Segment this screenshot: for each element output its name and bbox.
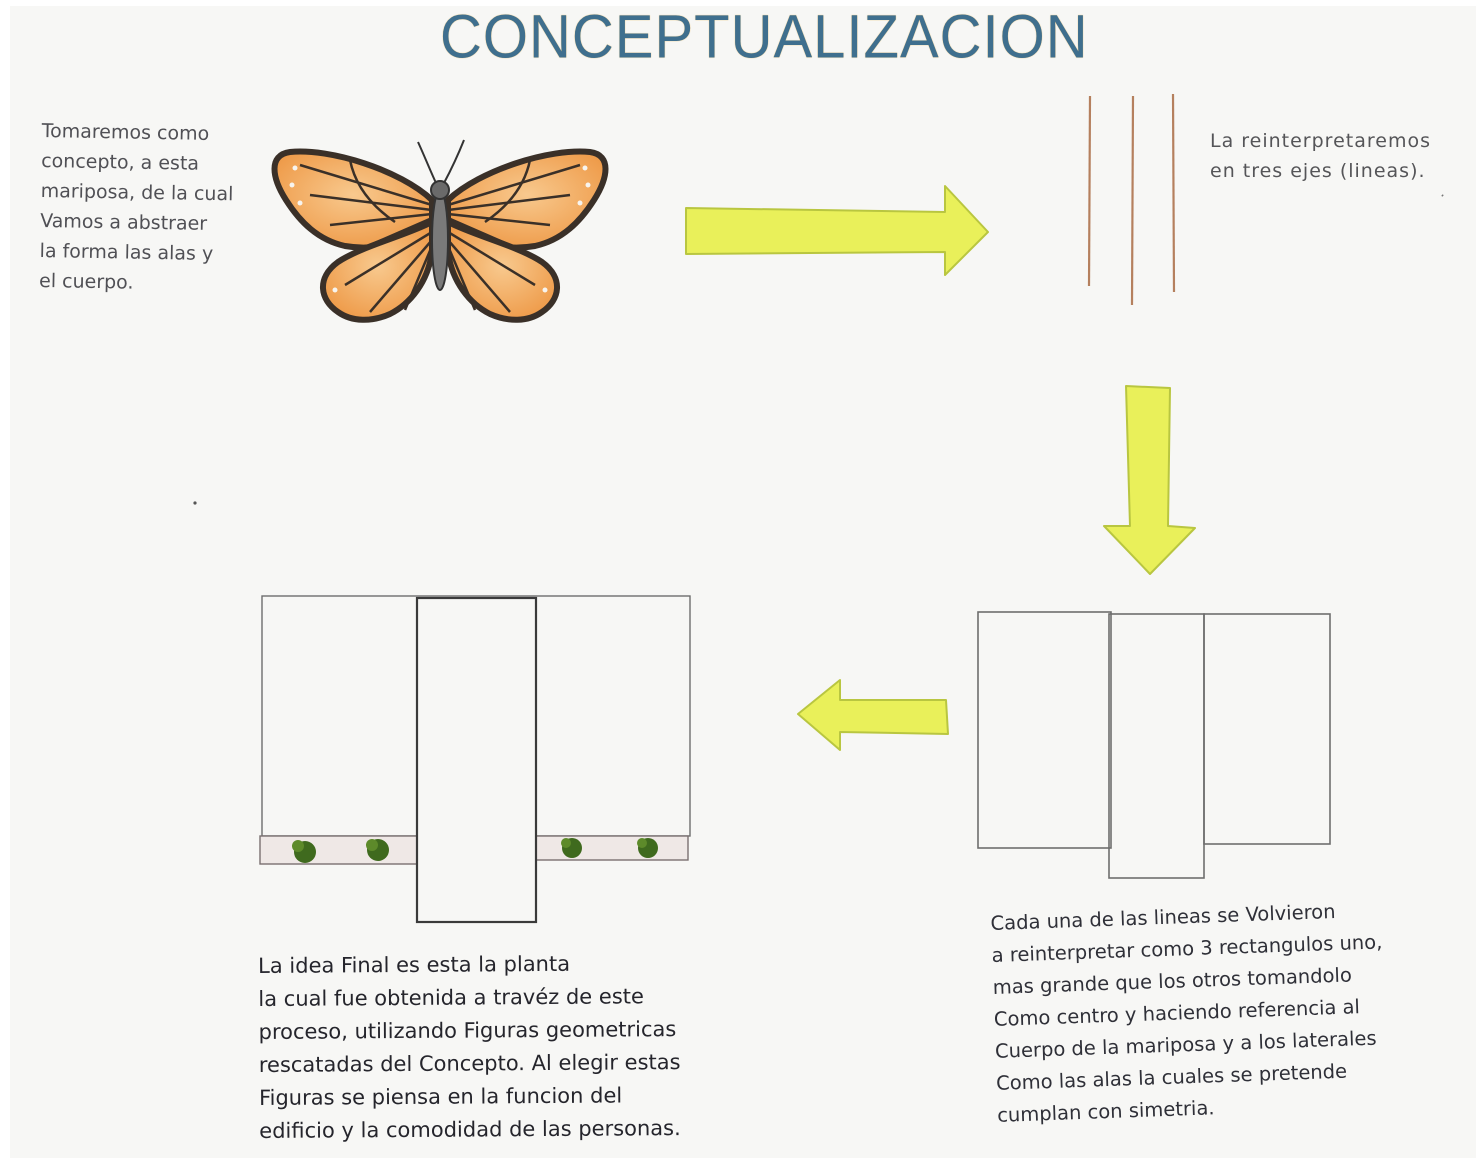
- butterfly-icon: [271, 139, 609, 323]
- axis-line-left: [1087, 95, 1092, 287]
- final-floor-plan: [259, 595, 691, 924]
- rectangle-right: [1203, 613, 1331, 845]
- paper-sheet: [10, 6, 1476, 1158]
- greenery-icon: [292, 838, 658, 863]
- pencil-dot: [193, 501, 197, 505]
- arrow-down-icon: [1103, 385, 1196, 575]
- plan-right-strip: [535, 835, 689, 861]
- axis-line-center: [1130, 95, 1135, 306]
- three-axis-lines: [1087, 93, 1176, 306]
- rectangle-center: [1108, 613, 1205, 879]
- arrow-right-icon: [685, 185, 989, 276]
- axes-note: La reinterpretaremos en tres ejes (linea…: [1210, 130, 1431, 182]
- plan-left-strip: [259, 835, 419, 865]
- rectangle-left: [977, 611, 1112, 849]
- arrow-left-icon: [797, 679, 949, 751]
- plan-center-block: [415, 596, 538, 924]
- three-rectangles: [977, 611, 1331, 879]
- diagram-title: CONCEPTUALIZACION: [440, 3, 1089, 72]
- axis-line-right: [1171, 93, 1176, 293]
